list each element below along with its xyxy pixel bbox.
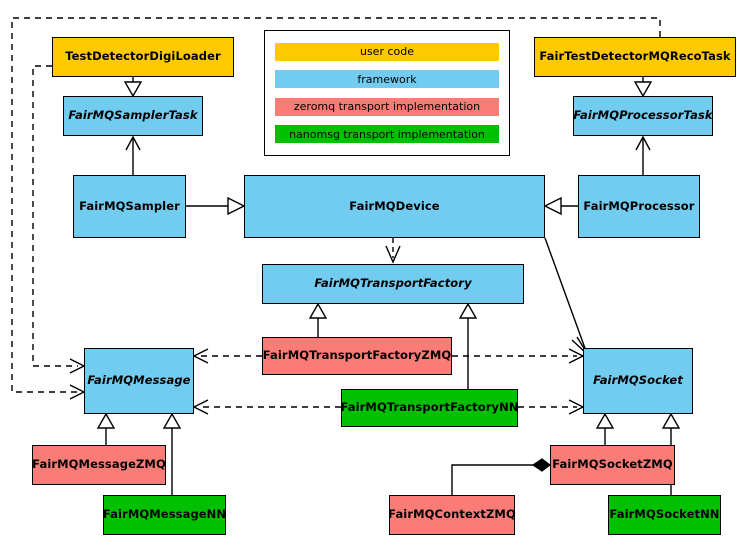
- class-node-fairmqdevice[interactable]: FairMQDevice: [244, 175, 545, 238]
- edge-assoc-sampler-samplertask: [125, 135, 141, 175]
- class-label-fairmqtransportfactorynn: FairMQTransportFactoryNN: [340, 400, 519, 415]
- class-node-fairmqsocketnn[interactable]: FairMQSocketNN: [608, 495, 721, 535]
- class-node-fairmqsamplertask[interactable]: FairMQSamplerTask: [63, 96, 203, 136]
- edge-inherit-recotask-processortask: [633, 77, 653, 98]
- edge-inherit-factorynn-factory: [458, 302, 478, 389]
- legend-item-framework: framework: [275, 70, 499, 89]
- class-node-fairmqprocessor[interactable]: FairMQProcessor: [578, 175, 700, 238]
- class-node-fairmqprocessortask[interactable]: FairMQProcessorTask: [573, 96, 713, 136]
- legend-label-framework: framework: [357, 72, 417, 86]
- class-label-fairmqcontextzmq: FairMQContextZMQ: [388, 507, 516, 522]
- class-node-fairmqmessagezmq[interactable]: FairMQMessageZMQ: [32, 445, 166, 485]
- edge-inherit-processor-device: [543, 196, 578, 216]
- legend-label-user-code: user code: [359, 45, 415, 59]
- legend-item-zeromq: zeromq transport implementation: [275, 97, 499, 116]
- edge-inherit-socketzmq-socket: [595, 412, 615, 445]
- class-label-fairmqsocketzmq: FairMQSocketZMQ: [552, 457, 673, 472]
- edge-dep-device-transportfactory: [385, 238, 401, 264]
- class-label-fairmqsocket: FairMQSocket: [593, 373, 683, 388]
- class-node-fairmqmessagenn[interactable]: FairMQMessageNN: [103, 495, 226, 535]
- class-label-fairmqmessagezmq: FairMQMessageZMQ: [32, 457, 166, 472]
- class-node-fairmqtransportfactoryzmq[interactable]: FairMQTransportFactoryZMQ: [262, 337, 452, 375]
- class-label-fairmqmessage: FairMQMessage: [87, 373, 191, 388]
- class-node-fairmqmessage[interactable]: FairMQMessage: [84, 348, 194, 414]
- legend-label-nanomsg: nanomsg transport implementation: [289, 127, 485, 141]
- edge-inherit-messagenn-message: [162, 412, 182, 495]
- edge-dep-factorynn-socket: [518, 399, 585, 415]
- class-node-fairmqtransportfactory[interactable]: FairMQTransportFactory: [262, 264, 524, 304]
- class-node-fairmqsocket[interactable]: FairMQSocket: [583, 348, 693, 414]
- class-label-fairmqmessagenn: FairMQMessageNN: [102, 507, 227, 522]
- edge-inherit-factoryzmq-factory: [308, 302, 328, 337]
- class-node-fairmqcontextzmq[interactable]: FairMQContextZMQ: [388, 495, 516, 535]
- class-label-fairmqtransportfactoryzmq: FairMQTransportFactoryZMQ: [262, 348, 452, 363]
- class-label-fairmqtransportfactory: FairMQTransportFactory: [314, 276, 472, 291]
- class-label-fairtestdetectormqrecotask: FairTestDetectorMQRecoTask: [539, 49, 731, 64]
- edge-assoc-processor-processortask: [635, 135, 651, 175]
- class-label-fairmqprocessortask: FairMQProcessorTask: [573, 108, 713, 123]
- class-node-fairtestdetectormqrecotask[interactable]: FairTestDetectorMQRecoTask: [534, 37, 736, 77]
- legend-panel: user code framework zeromq transport imp…: [264, 30, 510, 156]
- class-label-fairmqdevice: FairMQDevice: [349, 198, 440, 213]
- edge-inherit-digiloader-samplertask: [123, 77, 143, 98]
- edge-compose-contextzmq-socketzmq: [451, 458, 551, 495]
- class-label-fairmqsamplertask: FairMQSamplerTask: [68, 108, 198, 123]
- legend-item-user-code: user code: [275, 42, 499, 61]
- edge-inherit-messagezmq-message: [96, 412, 116, 445]
- class-node-fairmqtransportfactorynn[interactable]: FairMQTransportFactoryNN: [340, 389, 519, 427]
- class-node-fairmqsocketzmq[interactable]: FairMQSocketZMQ: [550, 445, 675, 485]
- legend-item-nanomsg: nanomsg transport implementation: [275, 125, 499, 144]
- class-label-fairmqsocketnn: FairMQSocketNN: [609, 507, 720, 522]
- edge-dep-factorynn-message: [192, 399, 341, 415]
- class-label-testdetectordigiloader: TestDetectorDigiLoader: [65, 49, 221, 64]
- class-node-fairmqsampler[interactable]: FairMQSampler: [73, 175, 186, 238]
- class-node-testdetectordigiloader[interactable]: TestDetectorDigiLoader: [52, 37, 234, 77]
- legend-label-zeromq: zeromq transport implementation: [293, 100, 481, 114]
- edge-dep-factoryzmq-socket: [452, 348, 585, 364]
- class-label-fairmqprocessor: FairMQProcessor: [583, 198, 695, 213]
- class-label-fairmqsampler: FairMQSampler: [79, 198, 180, 213]
- edge-assoc-device-socket: [544, 237, 589, 356]
- edge-inherit-sampler-device: [186, 196, 246, 216]
- edge-dep-factoryzmq-message: [192, 348, 262, 364]
